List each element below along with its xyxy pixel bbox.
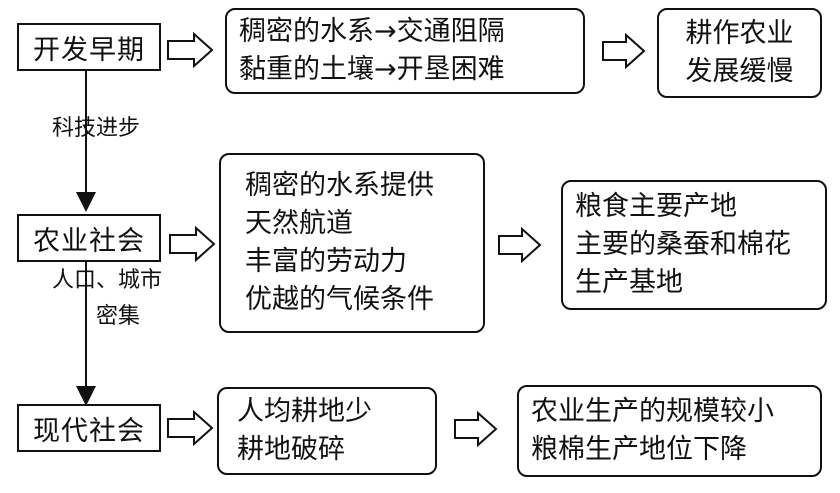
stage-agri-label: 农业社会	[33, 225, 145, 257]
row2-result-box: 粮食主要产地 主要的桑蚕和棉花 生产基地	[561, 180, 827, 310]
stage-modern-label: 现代社会	[33, 415, 145, 447]
stage-agri-box: 农业社会	[17, 214, 161, 262]
stage-early-label: 开发早期	[33, 34, 145, 66]
row2-result-line-1: 粮食主要产地	[575, 191, 737, 222]
hollow-arrow-early	[167, 31, 214, 69]
stage-modern-box: 现代社会	[17, 404, 161, 452]
row2-result-line-3: 生产基地	[575, 267, 683, 298]
row2-result-line-2: 主要的桑蚕和棉花	[575, 229, 791, 260]
row2-cause-line-1: 稠密的水系提供	[245, 170, 434, 201]
row3-cause-line-2: 耕地破碎	[237, 434, 345, 465]
row1-cause-line-1: 稠密的水系→交通阻隔	[239, 16, 505, 47]
row3-result-line-1: 农业生产的规模较小	[531, 396, 774, 427]
hollow-arrow-modern	[167, 409, 214, 447]
row2-cause-line-4: 优越的气候条件	[245, 284, 434, 315]
hollow-arrow-row2-result	[498, 226, 542, 264]
row3-result-line-2: 粮棉生产地位下降	[531, 434, 747, 465]
hollow-arrow-row3-result	[454, 410, 498, 448]
stage-early-box: 开发早期	[17, 23, 161, 71]
link-pop-right: 密集	[96, 304, 141, 329]
row1-cause-box: 稠密的水系→交通阻隔 黏重的土壤→开垦困难	[225, 8, 585, 94]
row2-cause-line-2: 天然航道	[245, 208, 353, 239]
row3-cause-line-1: 人均耕地少	[237, 396, 372, 427]
row1-result-box: 耕作农业 发展缓慢	[657, 8, 822, 98]
row2-cause-line-3: 丰富的劳动力	[245, 246, 407, 277]
row1-cause-line-2: 黏重的土壤→开垦困难	[239, 54, 505, 85]
row3-cause-box: 人均耕地少 耕地破碎	[217, 387, 437, 475]
row1-result-line-1: 耕作农业	[685, 18, 794, 49]
link-pop-left: 人口、城市	[52, 268, 163, 293]
hollow-arrow-row1-result	[602, 32, 646, 70]
link-tech-left: 科技	[52, 116, 97, 141]
row1-result-line-2: 发展缓慢	[685, 56, 794, 87]
hollow-arrow-agri	[169, 225, 216, 263]
row2-cause-box: 稠密的水系提供 天然航道 丰富的劳动力 优越的气候条件	[219, 153, 485, 333]
link-tech-right: 进步	[96, 116, 141, 141]
row3-result-box: 农业生产的规模较小 粮棉生产地位下降	[517, 385, 822, 477]
